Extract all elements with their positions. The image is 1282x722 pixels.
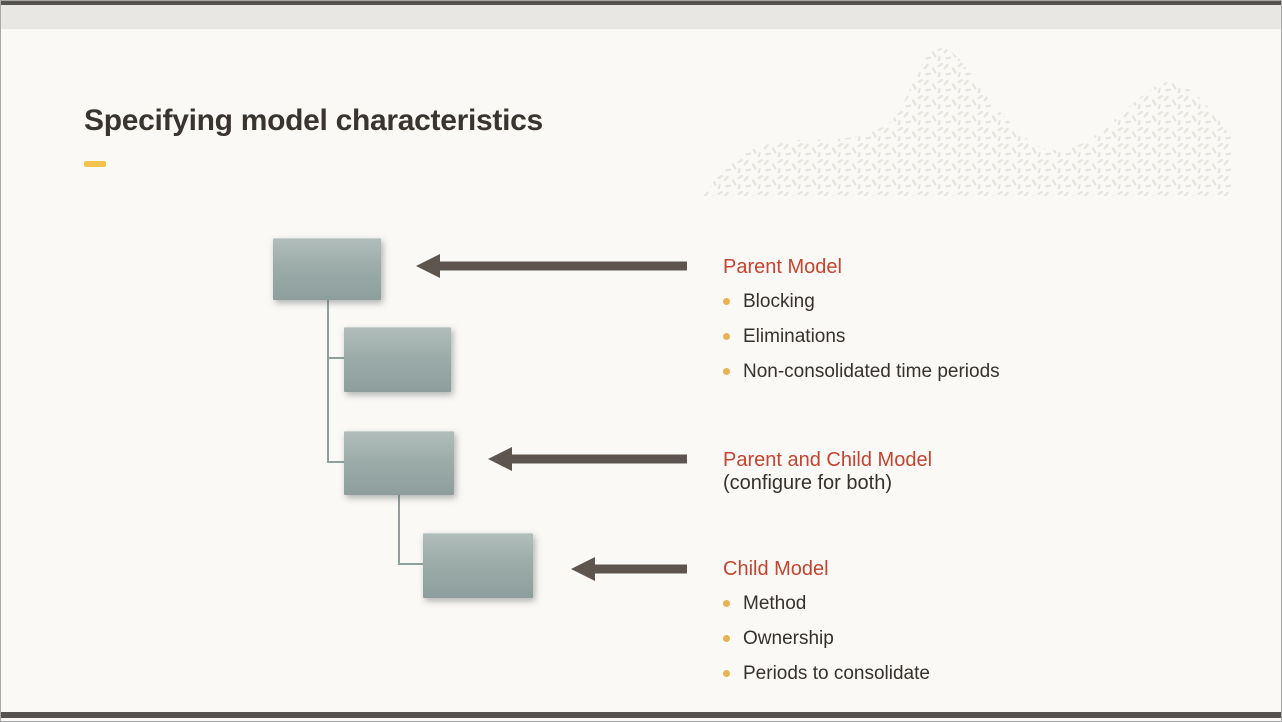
bullet-icon (723, 670, 730, 677)
list-item: Ownership (723, 621, 930, 656)
annotation-heading: Parent Model (723, 256, 842, 278)
bullet-icon (723, 600, 730, 607)
annotation-bullet-list: Blocking Eliminations Non-consolidated t… (723, 284, 1000, 389)
bullet-text: Method (743, 592, 807, 614)
annotation-heading: Child Model (723, 558, 829, 580)
mountain-texture-graphic (703, 48, 1231, 197)
connector-line (398, 563, 423, 565)
annotation-bullet-list: Method Ownership Periods to consolidate (723, 586, 930, 691)
bullet-text: Periods to consolidate (743, 662, 930, 684)
bullet-text: Blocking (743, 290, 815, 312)
child-model-annotation: Child Model Method Ownership Periods to … (723, 558, 930, 691)
grandchild-model-box (423, 533, 533, 598)
list-item: Periods to consolidate (723, 656, 930, 691)
list-item: Non-consolidated time periods (723, 354, 1000, 389)
parent-model-arrow (416, 252, 687, 280)
child-model-box-1 (344, 327, 451, 392)
top-dark-bar (1, 1, 1281, 5)
slide-title: Specifying model characteristics (84, 104, 543, 137)
list-item: Blocking (723, 284, 1000, 319)
bullet-icon (723, 298, 730, 305)
bullet-icon (723, 333, 730, 340)
parent-and-child-model-annotation: Parent and Child Model (configure for bo… (723, 449, 932, 496)
title-accent-dash (84, 161, 106, 167)
bullet-text: Non-consolidated time periods (743, 360, 1000, 382)
list-item: Method (723, 586, 930, 621)
bullet-icon (723, 635, 730, 642)
list-item: Eliminations (723, 319, 1000, 354)
child-model-arrow (571, 555, 687, 583)
top-gray-band (1, 5, 1281, 29)
bullet-icon (723, 368, 730, 375)
annotation-subheading: (configure for both) (723, 472, 892, 494)
child-model-box-2 (344, 431, 454, 495)
bullet-text: Ownership (743, 627, 834, 649)
parent-model-box (273, 238, 381, 300)
connector-line (398, 495, 400, 565)
annotation-heading: Parent and Child Model (723, 449, 933, 471)
connector-line (327, 300, 329, 463)
bottom-dark-bar (1, 712, 1281, 718)
bullet-text: Eliminations (743, 325, 846, 347)
parent-and-child-model-arrow (488, 445, 687, 473)
parent-model-annotation: Parent Model Blocking Eliminations Non-c… (723, 256, 1000, 389)
connector-line (327, 357, 344, 359)
connector-line (327, 461, 344, 463)
